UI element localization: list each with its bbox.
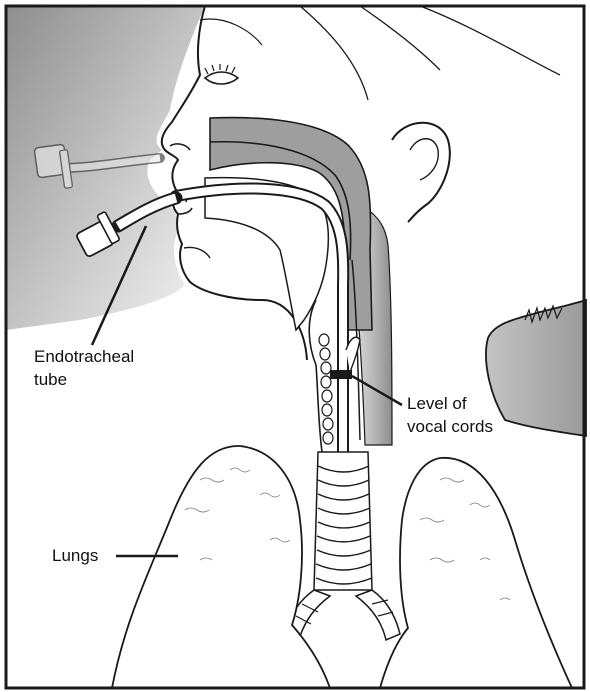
vocal-cords-label: Level of [407,393,467,415]
endotracheal-tube-label-line2: tube [34,369,67,391]
vocal-cords-label-line2: vocal cords [407,416,493,438]
larynx-beads [319,334,333,444]
vocal-cord-marker [330,370,352,379]
ear [392,123,450,222]
right-lung [380,458,572,688]
right-bronchus [356,590,400,640]
left-lung [112,446,330,688]
lungs-label: Lungs [52,545,98,567]
shoulder [486,300,586,436]
larynx-outline [309,300,322,452]
endotracheal-tube-label: Endotracheal [34,346,134,368]
hair-line [300,6,560,100]
